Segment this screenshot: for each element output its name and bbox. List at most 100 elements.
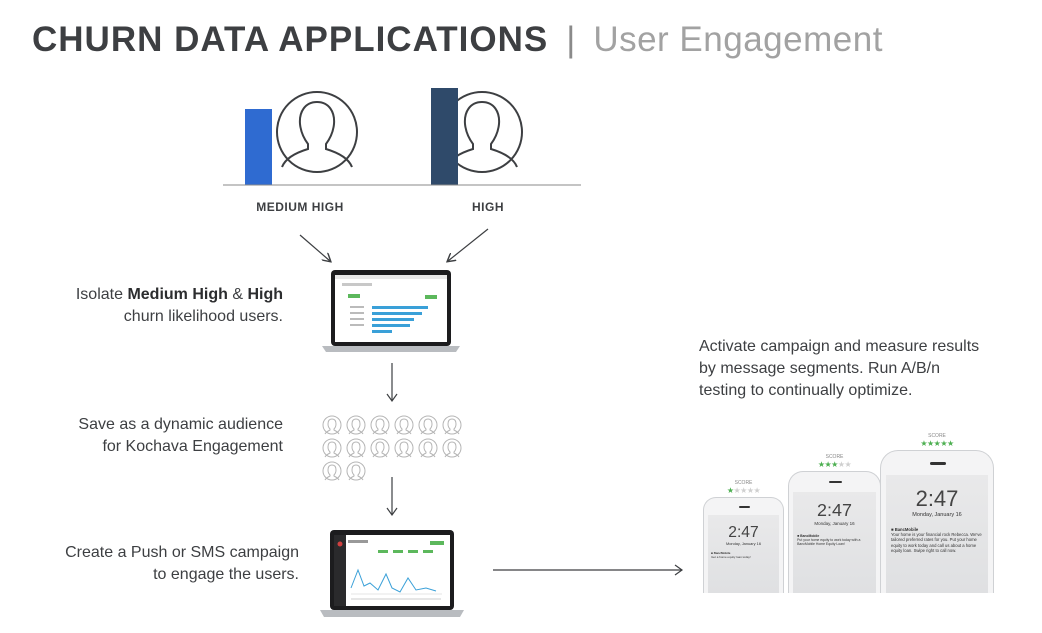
- phone-score: SCORE★★★★★: [788, 454, 881, 469]
- score-label: SCORE: [825, 454, 844, 460]
- title-separator: |: [566, 20, 576, 59]
- arrow-icon: [299, 234, 330, 261]
- laptop-campaign-image: [320, 530, 464, 617]
- star-icon: ★: [933, 439, 941, 448]
- phone-time: 2:47: [728, 523, 759, 541]
- right-arrow: [493, 564, 684, 576]
- audience-person-icon: [442, 415, 462, 435]
- notification-app-name: ■ BancMobile: [891, 527, 919, 532]
- phone-speaker: [930, 462, 946, 465]
- laptop-base: [322, 346, 460, 352]
- notification-message: Put your home equity to work today with …: [797, 538, 861, 547]
- isolate-amp: &: [227, 286, 248, 303]
- person-icon: [446, 101, 518, 168]
- notification-message: Get a home equity loan today!: [711, 554, 751, 559]
- audience-person-icon: [442, 438, 462, 458]
- star-icon: ★: [740, 486, 747, 495]
- score-label: SCORE: [928, 433, 946, 439]
- medium-high-segment: [245, 91, 358, 185]
- phone-speaker: [828, 480, 843, 483]
- star-icon: ★: [753, 486, 761, 495]
- screen-bars: [350, 306, 428, 333]
- isolate-line2: churn likelihood users.: [123, 308, 283, 325]
- phone-speaker: [738, 505, 751, 508]
- phone-date: Monday, January 16: [912, 512, 962, 518]
- audience-person-icon: [418, 415, 438, 435]
- phone-time: 2:47: [915, 486, 959, 511]
- step-create-text: Create a Push or SMS campaign to engage …: [20, 542, 299, 586]
- person-icon: [281, 101, 353, 168]
- audience-person-icon: [394, 415, 414, 435]
- star-icon: ★: [940, 439, 947, 448]
- title-main: CHURN DATA APPLICATIONS: [32, 20, 549, 59]
- star-icon: ★: [844, 460, 852, 469]
- down-arrow-2: [386, 477, 398, 517]
- title-subtitle: User Engagement: [593, 20, 883, 59]
- star-icon: ★: [920, 439, 927, 448]
- screen-line-chart: [350, 568, 437, 593]
- isolate-bold-medium-high: Medium High: [127, 286, 228, 303]
- score-stars: ★★★★★: [880, 439, 994, 448]
- audience-person-icon: [418, 438, 438, 458]
- screen-sidebar: [334, 535, 346, 606]
- isolate-prefix: Isolate: [75, 286, 128, 303]
- audience-person-icon: [322, 415, 342, 435]
- arrow-icon: [448, 228, 489, 261]
- create-line2: to engage the users.: [153, 566, 299, 583]
- phone-time: 2:47: [817, 500, 852, 521]
- segment-label-high: HIGH: [472, 200, 504, 214]
- audience-person-icon: [370, 438, 390, 458]
- high-bar: [431, 88, 458, 185]
- save-line1: Save as a dynamic audience: [78, 416, 283, 433]
- star-icon: ★: [926, 439, 934, 448]
- star-icon: ★: [947, 439, 954, 448]
- star-icon: ★: [817, 460, 825, 469]
- segment-illustration: [223, 88, 581, 186]
- audience-person-icon: [346, 415, 366, 435]
- step-isolate-text: Isolate Medium High & High churn likelih…: [20, 284, 283, 328]
- notification-message: Your home is your financial rock Rebecca…: [891, 532, 982, 553]
- phone-date: Monday, January 16: [726, 540, 761, 546]
- star-icon: ★: [746, 486, 754, 495]
- score-label: SCORE: [734, 480, 753, 486]
- activate-line1: Activate campaign and measure results: [699, 338, 980, 355]
- notification-app-name: ■ BancMobile: [711, 550, 731, 555]
- audience-person-icon: [322, 461, 342, 481]
- phone-date: Monday, January 16: [814, 520, 855, 526]
- audience-person-icon: [322, 438, 342, 458]
- score-stars: ★★★★★: [703, 486, 784, 495]
- step-save-text: Save as a dynamic audience for Kochava E…: [20, 414, 283, 458]
- high-segment: [431, 88, 523, 185]
- activate-line2: by message segments. Run A/B/n: [699, 360, 941, 377]
- activate-line3: testing to continually optimize.: [699, 382, 913, 399]
- star-icon: ★: [831, 460, 838, 469]
- converge-arrows: [299, 228, 489, 270]
- audience-person-icon: [346, 438, 366, 458]
- audience-person-icon: [346, 461, 366, 481]
- score-stars: ★★★★★: [788, 460, 881, 469]
- star-icon: ★: [733, 486, 741, 495]
- down-arrow-1: [386, 363, 398, 403]
- laptop-screen: [334, 535, 450, 606]
- star-icon: ★: [726, 486, 734, 495]
- star-icon: ★: [824, 460, 832, 469]
- audience-icons-grid: [322, 415, 462, 481]
- notification-app-name: ■ BancMobile: [797, 533, 820, 538]
- phone-score: SCORE★★★★★: [703, 480, 784, 495]
- segment-label-medium-high: MEDIUM HIGH: [256, 200, 344, 214]
- save-line2: for Kochava Engagement: [102, 438, 283, 455]
- laptop-base: [320, 610, 464, 617]
- audience-person-icon: [394, 438, 414, 458]
- person-circle-icon: [276, 91, 358, 173]
- activate-text: Activate campaign and measure results by…: [699, 336, 1039, 402]
- phone-score: SCORE★★★★★: [880, 433, 994, 448]
